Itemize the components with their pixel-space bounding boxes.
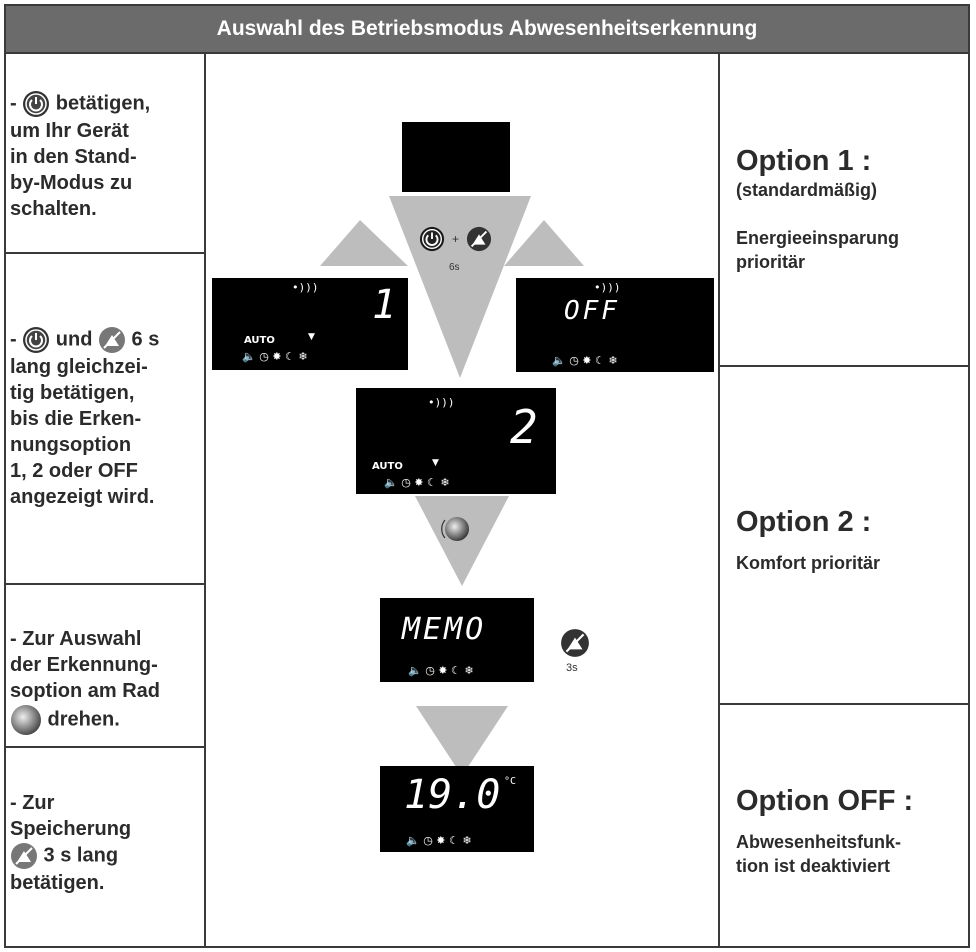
triangle-marker: ▼	[308, 332, 315, 342]
display-digit: 1	[372, 282, 397, 328]
arrow-right	[504, 220, 584, 266]
row-divider-2	[4, 583, 204, 585]
display-option-2: •))) 2 AUTO ▼ 🔈 ◷ ✸ ☾ ❄	[356, 388, 556, 494]
triangle-marker: ▼	[432, 458, 439, 468]
arrow-left	[320, 220, 408, 266]
step-2-line: bis die Erken-	[10, 408, 142, 430]
step-3-text: - Zur Auswahl der Erkennung- soption am …	[10, 626, 160, 736]
step-3-line: - Zur Auswahl	[10, 628, 142, 650]
step-1-line: by-Modus zu	[10, 172, 133, 194]
mode-icons: 🔈 ◷ ✸ ☾ ❄	[242, 350, 308, 363]
power-icon	[419, 226, 445, 252]
rotary-wheel-icon	[441, 517, 469, 541]
auto-label: AUTO	[372, 461, 403, 472]
column-divider-left	[204, 54, 206, 948]
row-divider-r2	[718, 703, 970, 705]
step-2-line: lang gleichzei-	[10, 356, 148, 378]
option-off-title: Option OFF :	[736, 785, 914, 817]
step-2-line: nungsoption	[10, 434, 132, 456]
table-frame	[4, 4, 970, 948]
option-1-subtitle: (standardmäßig)	[736, 180, 878, 200]
step-1-text: - betätigen, um Ihr Gerät in den Stand- …	[10, 90, 150, 222]
step-2-line: tig betätigen,	[10, 382, 135, 404]
display-temperature: 19.0 °C 🔈 ◷ ✸ ☾ ❄	[380, 766, 534, 852]
auto-label: AUTO	[244, 335, 275, 346]
option-1: Option 1 : (standardmäßig) Energieeinspa…	[736, 144, 899, 274]
step-4-text: - Zur Speicherung 3 s lang betätigen.	[10, 792, 132, 894]
down-arrow-2	[415, 496, 509, 586]
page-title: Auswahl des Betriebsmodus Abwesenheitser…	[4, 4, 970, 54]
absence-icon	[11, 843, 37, 869]
column-divider-right	[718, 54, 720, 948]
wheel-icon	[11, 705, 41, 735]
power-icon	[23, 327, 50, 353]
signal-icon: •)))	[594, 281, 621, 294]
step-3-line: soption am Rad	[10, 680, 161, 702]
option-1-title: Option 1 :	[736, 145, 872, 177]
option-2-title: Option 2 :	[736, 506, 872, 538]
step-1-line: um Ihr Gerät	[10, 120, 129, 142]
absence-icon	[466, 226, 492, 252]
standby-display	[402, 122, 510, 192]
option-2-desc: Komfort prioritär	[736, 553, 880, 573]
memo-time: 3s	[566, 662, 578, 674]
signal-icon: •)))	[292, 281, 319, 294]
display-off-text: OFF	[564, 296, 620, 326]
display-memo-text: MEMO	[402, 612, 487, 647]
display-memo: MEMO 🔈 ◷ ✸ ☾ ❄	[380, 598, 534, 682]
power-icon	[23, 91, 50, 117]
step-4-line: Speicherung	[10, 818, 132, 840]
display-temp-value: 19.0	[404, 772, 501, 818]
mode-icons: 🔈 ◷ ✸ ☾ ❄	[552, 354, 618, 367]
option-2: Option 2 : Komfort prioritär	[736, 505, 880, 575]
step-2-line: angezeigt wird.	[10, 486, 155, 508]
step-4-line: - Zur	[10, 792, 55, 814]
row-divider-1	[4, 252, 204, 254]
step-2-line: 1, 2 oder OFF	[10, 460, 138, 482]
mode-icons: 🔈 ◷ ✸ ☾ ❄	[384, 476, 450, 489]
mode-icons: 🔈 ◷ ✸ ☾ ❄	[406, 834, 472, 847]
display-digit: 2	[510, 400, 538, 454]
display-option-off: •))) OFF 🔈 ◷ ✸ ☾ ❄	[516, 278, 714, 372]
step-1-line: in den Stand-	[10, 146, 137, 168]
page-title-text: Auswahl des Betriebsmodus Abwesenheitser…	[216, 17, 758, 40]
absence-icon	[98, 327, 125, 353]
step-2-text: - und 6 s lang gleichzei- tig betätigen,…	[10, 326, 159, 510]
option-1-desc: prioritär	[736, 252, 806, 272]
temp-unit: °C	[504, 776, 517, 787]
row-divider-3	[4, 746, 204, 748]
step-4-line: betätigen.	[10, 872, 105, 894]
absence-icon	[561, 629, 589, 657]
combo-time: 6s	[449, 262, 460, 273]
display-option-1: •))) 1 AUTO ▼ 🔈 ◷ ✸ ☾ ❄	[212, 278, 408, 370]
step-3-line: der Erkennung-	[10, 654, 158, 676]
mode-icons: 🔈 ◷ ✸ ☾ ❄	[408, 664, 474, 677]
down-arrow-main	[389, 196, 531, 378]
option-1-desc: Energieeinsparung	[736, 228, 900, 248]
option-off-desc: Abwesenheitsfunk-	[736, 832, 902, 852]
option-off: Option OFF : Abwesenheitsfunk- tion ist …	[736, 784, 913, 878]
row-divider-r1	[718, 365, 970, 367]
combo-plus: +	[452, 232, 460, 246]
option-off-desc: tion ist deaktiviert	[736, 856, 891, 876]
down-arrow-3	[416, 706, 508, 776]
signal-icon: •)))	[428, 396, 455, 409]
step-1-line: schalten.	[10, 198, 97, 220]
